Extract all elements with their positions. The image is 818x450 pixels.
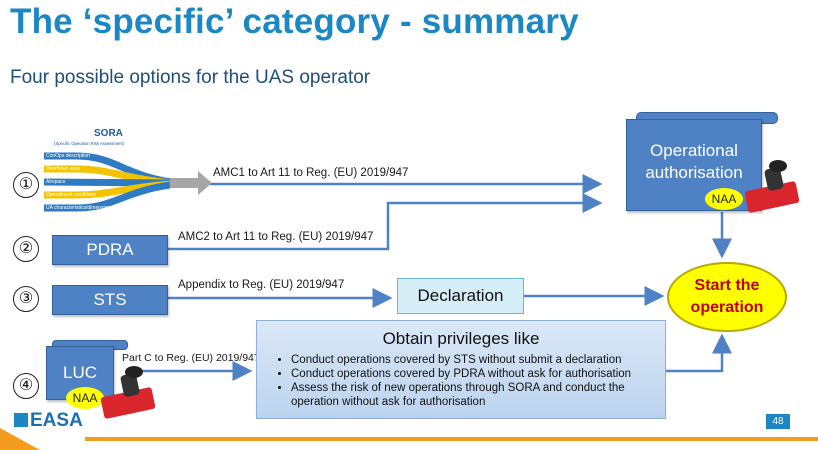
privileges-list: Conduct operations covered by STS withou… [257,353,665,409]
privileges-title: Obtain privileges like [382,329,540,348]
sora-strand-label: UA characteristics/dimensions [46,205,113,211]
option-3-number: ③ [13,286,39,312]
sora-strand-label: Airspace [46,179,66,185]
slide-subtitle: Four possible options for the UAS operat… [10,67,371,88]
declaration-box: Declaration [397,278,524,314]
arrow-privileges-start [664,333,732,373]
sts-box: STS [52,285,168,315]
operational-authorisation-scroll: Operational authorisation [626,112,778,212]
option-2-label: AMC2 to Art 11 to Reg. (EU) 2019/947 [178,231,374,243]
easa-logo-text: EASA [30,410,83,431]
sora-strand-label: Operational conditions [46,192,96,198]
stamp-icon [744,160,800,213]
option-3-label: Appendix to Reg. (EU) 2019/947 [178,279,345,291]
start-operation-ellipse: Start the operation [667,262,787,332]
easa-logo-mark [14,413,28,427]
privilege-item: Conduct operations covered by STS withou… [291,353,665,367]
option-4-label: Part C to Reg. (EU) 2019/947 [122,352,260,364]
start-operation-label: Start the operation [690,277,764,316]
sora-strand-label: Overflown area [46,166,80,172]
footer-corner [0,428,40,450]
stamp-icon [100,366,156,419]
sora-title: SORA [94,128,123,139]
sora-strand-label: ConOps description [46,153,90,159]
easa-logo: EASA [14,410,83,432]
arrow-option2 [168,193,603,251]
sora-strands [44,152,170,212]
luc-naa-badge: NAA [66,387,104,409]
option-1-number: ① [13,172,39,198]
page-number: 48 [766,414,790,429]
option-1-label: AMC1 to Art 11 to Reg. (EU) 2019/947 [213,167,409,179]
slide-title: The ‘specific’ category - summary [10,2,579,41]
option-4-number: ④ [13,373,39,399]
option-2-number: ② [13,236,39,262]
sora-arrow [168,171,212,195]
pdra-box: PDRA [52,235,168,265]
privileges-box: Obtain privileges like Conduct operation… [256,320,666,419]
footer-line [85,437,818,441]
sora-subtitle: (Specific Operation Risk Assessment) [54,141,125,146]
authorisation-naa-badge: NAA [705,188,743,210]
sora-graphic: SORA (Specific Operation Risk Assessment… [44,128,170,220]
operational-authorisation-box: Operational authorisation [626,119,762,211]
privilege-item: Conduct operations covered by PDRA witho… [291,367,665,381]
privilege-item: Assess the risk of new operations throug… [291,381,665,409]
